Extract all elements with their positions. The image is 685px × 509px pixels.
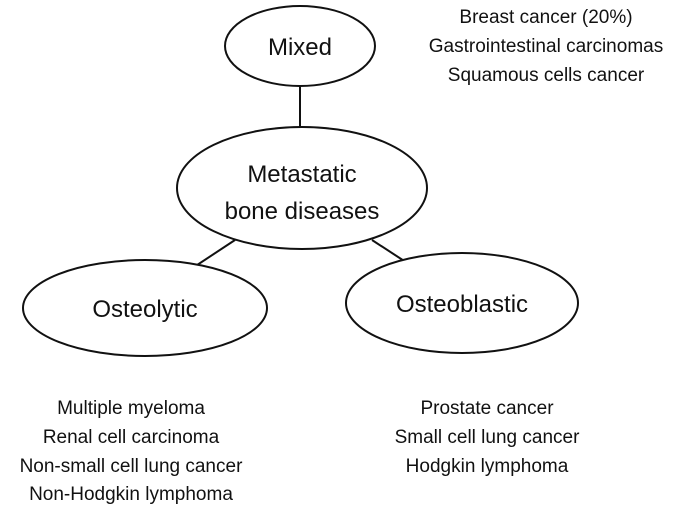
osteolytic-cancer-list: Multiple myeloma Renal cell carcinoma No… (20, 398, 243, 505)
osteoblastic-node: Osteoblastic (345, 252, 579, 354)
mixed-list-item: Gastrointestinal carcinomas (429, 36, 663, 57)
osteolytic-ellipse (22, 259, 268, 357)
osteolytic-node: Osteolytic (22, 259, 268, 357)
osteoblastic-label: Osteoblastic (396, 291, 528, 318)
osteoblastic-list-item: Prostate cancer (420, 398, 554, 419)
mixed-label: Mixed (268, 34, 332, 61)
osteoblastic-cancer-list: Prostate cancer Small cell lung cancer H… (395, 398, 580, 477)
center-node: Metastatic bone diseases (176, 126, 428, 250)
osteoblastic-ellipse (345, 252, 579, 354)
osteolytic-list-item: Multiple myeloma (57, 398, 205, 419)
center-ellipse (176, 126, 428, 250)
mixed-list-item: Breast cancer (20%) (459, 7, 632, 28)
osteoblastic-list-item: Small cell lung cancer (395, 427, 580, 448)
osteolytic-list-item: Non-small cell lung cancer (20, 456, 243, 477)
osteolytic-list-item: Non-Hodgkin lymphoma (29, 484, 233, 505)
mixed-list-item: Squamous cells cancer (448, 65, 645, 86)
center-label-line2: bone diseases (225, 198, 380, 225)
center-label-line1: Metastatic (247, 161, 356, 188)
osteoblastic-list-item: Hodgkin lymphoma (406, 456, 569, 477)
mixed-cancer-list: Breast cancer (20%) Gastrointestinal car… (429, 7, 663, 86)
osteolytic-label: Osteolytic (92, 296, 197, 323)
osteolytic-list-item: Renal cell carcinoma (43, 427, 220, 448)
mixed-ellipse (224, 5, 376, 87)
mixed-node: Mixed (224, 5, 376, 87)
